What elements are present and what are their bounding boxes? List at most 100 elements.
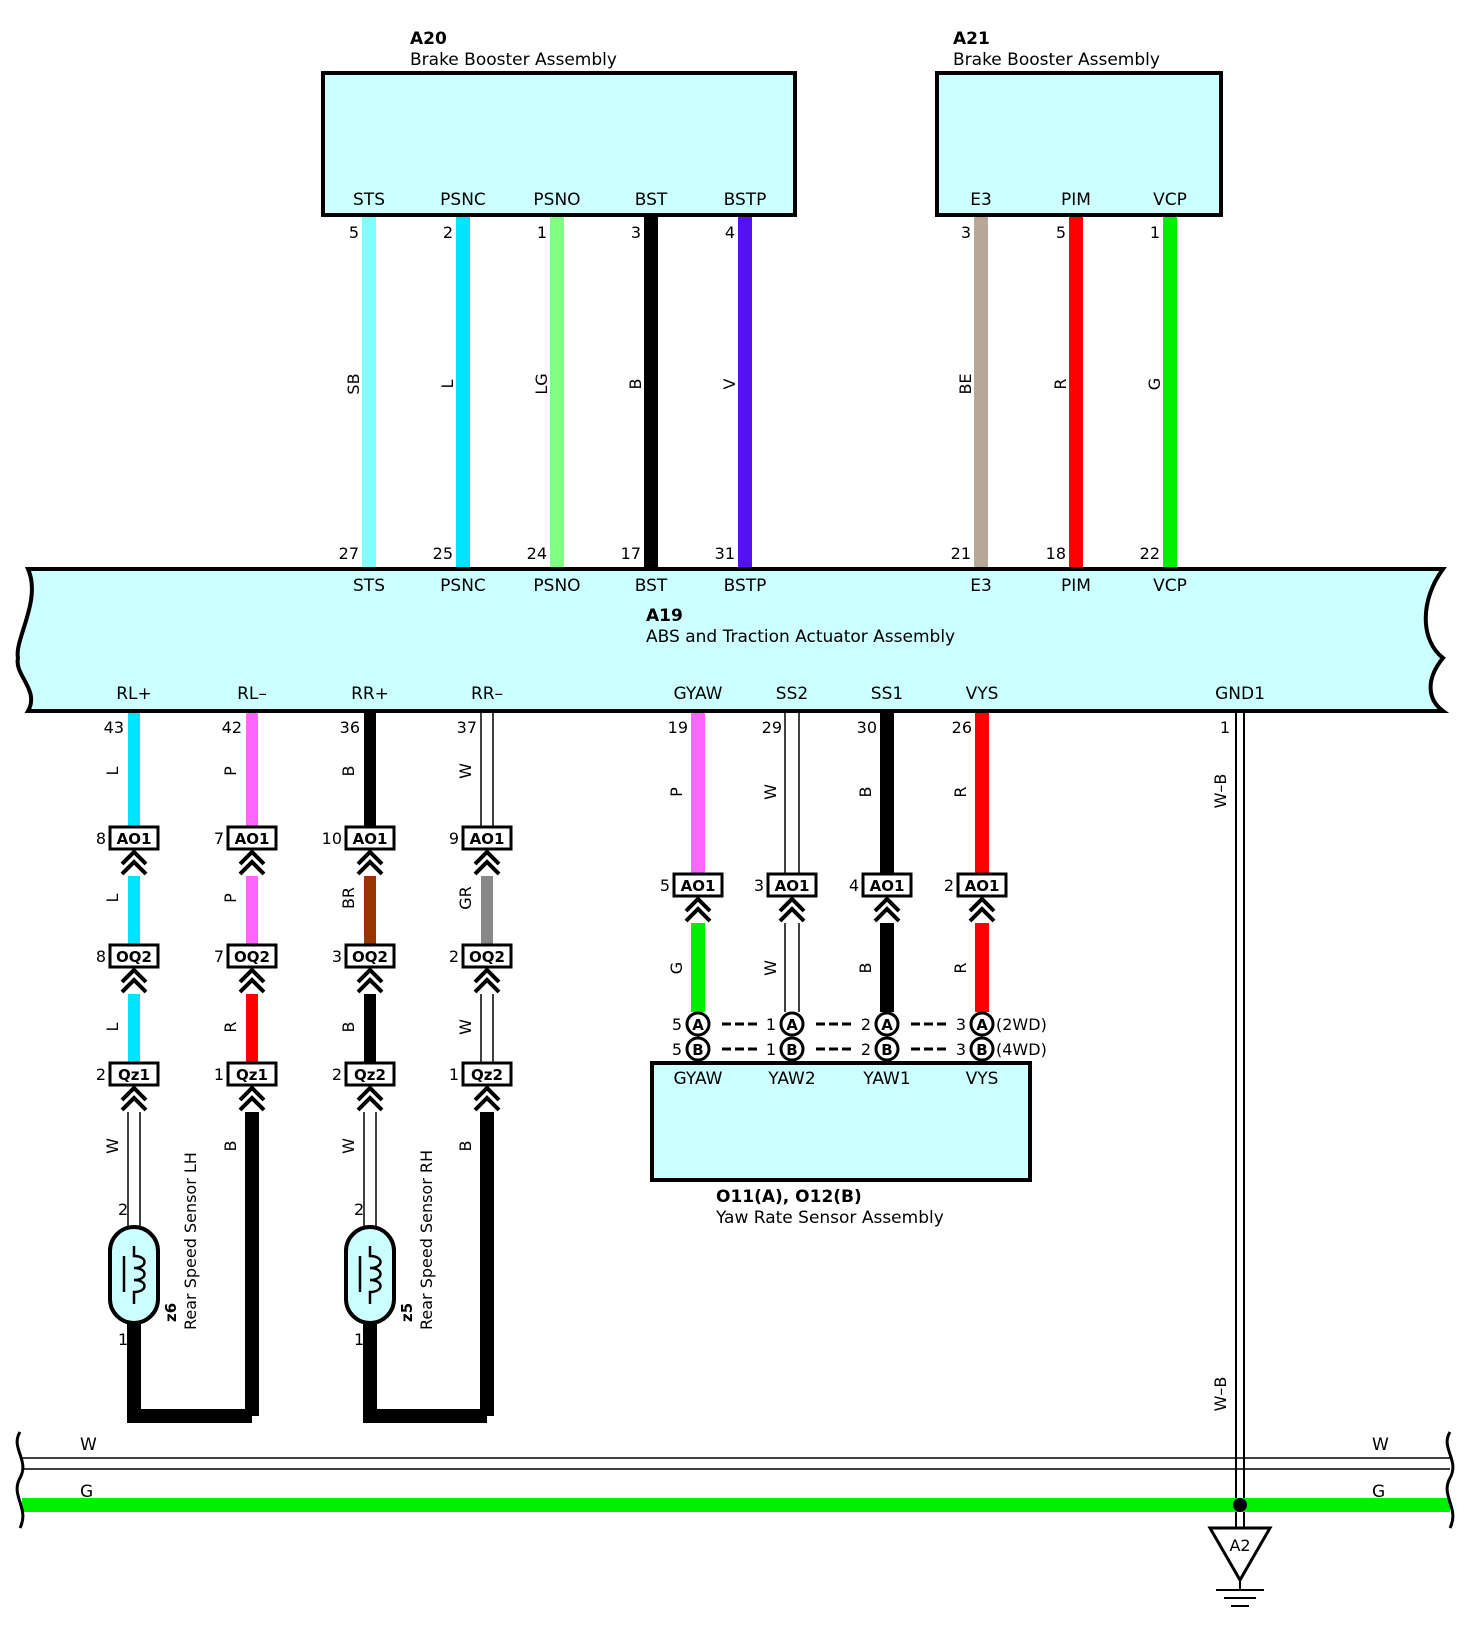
wheel-color-top-1: P xyxy=(221,766,240,776)
wheel-color-sensor-1: B xyxy=(221,1141,240,1152)
yaw-b-pin-0: 5 xyxy=(672,1040,682,1059)
a19-top-terminal-2: PSNO xyxy=(533,576,580,596)
wheel-ao1-2: AO1 xyxy=(353,830,388,848)
wheel-ao1-1: AO1 xyxy=(235,830,270,848)
wheel-qz-1: Qz1 xyxy=(236,1066,268,1084)
wheel-ao1-2-box xyxy=(344,825,396,851)
wheel-ao1-pin-1: 7 xyxy=(214,829,224,848)
wheel-ao1-pin-3: 9 xyxy=(449,829,459,848)
a19-bottom-pin-7: 26 xyxy=(952,718,972,737)
gnd-color-low: W–B xyxy=(1211,1377,1230,1412)
a19-bottom-terminal-0: RL+ xyxy=(116,684,152,704)
a19-top-pin-2: 24 xyxy=(527,544,547,563)
rr_sensor-body xyxy=(344,1225,396,1325)
wheel-color-sensor-3: B xyxy=(456,1141,475,1152)
wheel-color-low-1: R xyxy=(221,1021,240,1032)
yaw-color-top-2: B xyxy=(856,787,875,798)
wheel-oq2-0-box xyxy=(108,943,160,969)
yaw-conn-a-3-circle xyxy=(969,1011,995,1037)
wheel-color-low-3: W xyxy=(456,1019,475,1035)
rr_sensor-id: z5 xyxy=(398,1303,416,1322)
yaw-ao1-2: AO1 xyxy=(870,877,905,895)
yaw-terminal-1: YAW2 xyxy=(767,1069,815,1089)
wheel-ao1-0-box xyxy=(108,825,160,851)
wheel-oq2-chevron-0 xyxy=(120,967,148,994)
rl-sensor-loop xyxy=(127,1322,252,1423)
yaw-ao1-pin-0: 5 xyxy=(660,876,670,895)
wheel-color-top-2: B xyxy=(339,766,358,777)
yaw-conn-a-2: A xyxy=(881,1016,893,1034)
wheel-oq2-3: OQ2 xyxy=(469,948,505,966)
yaw-conn-b-1: B xyxy=(786,1041,797,1059)
yaw-sensor-box xyxy=(650,1061,1032,1182)
a21-name: Brake Booster Assembly xyxy=(953,50,1160,70)
wheel-qz-0: Qz1 xyxy=(118,1066,150,1084)
a20-terminal-3: BST xyxy=(635,190,668,210)
yaw-terminal-2: YAW1 xyxy=(862,1069,910,1089)
wheel-qz-pin-3: 1 xyxy=(449,1065,459,1084)
wheel-color-top-3: W xyxy=(456,763,475,779)
a19-top-terminal-6: PIM xyxy=(1061,576,1091,596)
wheel-ao1-3: AO1 xyxy=(470,830,505,848)
a21-pin-0: 3 xyxy=(961,223,971,242)
wheel-ao1-pin-0: 8 xyxy=(96,829,106,848)
rl_sensor-body xyxy=(108,1225,160,1325)
a20-pin-1: 2 xyxy=(443,223,453,242)
wheel-oq2-pin-0: 8 xyxy=(96,947,106,966)
gnd-bus-junction xyxy=(1233,1498,1247,1512)
a20-wire-color-1: L xyxy=(438,379,457,388)
rr-sensor-loop xyxy=(363,1322,487,1423)
yaw-color-low-1: W xyxy=(761,960,780,976)
a19-bottom-terminal-7: VYS xyxy=(966,684,999,704)
yaw-a-pin-1: 1 xyxy=(766,1015,776,1034)
wheel-qz-chevron-1 xyxy=(238,1085,266,1112)
wheel-qz-2-box xyxy=(344,1061,396,1087)
a19-top-pin-0: 27 xyxy=(339,544,359,563)
wheel-color-sensor-2: W xyxy=(339,1138,358,1154)
wheel-qz-3: Qz2 xyxy=(471,1066,503,1084)
a19-bottom-pin-0: 43 xyxy=(104,718,124,737)
a21-box xyxy=(935,71,1223,217)
wheel-oq2-0: OQ2 xyxy=(116,948,152,966)
wheel-ao1-chevron-2 xyxy=(356,849,384,876)
yaw-conn-b-2-circle xyxy=(874,1036,900,1062)
a20-terminal-4: BSTP xyxy=(724,190,767,210)
wheel-oq2-2-box xyxy=(344,943,396,969)
a19-bottom-terminal-2: RR+ xyxy=(351,684,389,704)
yaw-conn-a-1: A xyxy=(786,1016,798,1034)
a21-terminal-0: E3 xyxy=(970,190,992,210)
wheel-oq2-1-box xyxy=(226,943,278,969)
yaw-ao1-1: AO1 xyxy=(775,877,810,895)
wheel-ao1-chevron-1 xyxy=(238,849,266,876)
wheel-ao1-pin-2: 10 xyxy=(322,829,342,848)
a21-terminal-2: VCP xyxy=(1153,190,1187,210)
yaw-terminal-3: VYS xyxy=(966,1069,999,1089)
wheel-color-mid-0: L xyxy=(103,893,122,902)
yaw-conn-a-0: A xyxy=(692,1016,704,1034)
yaw-ao1-chevron-0 xyxy=(684,896,712,923)
a21-id: A21 xyxy=(953,29,990,49)
yaw-terminal-0: GYAW xyxy=(674,1069,723,1089)
yaw-ao1-pin-3: 2 xyxy=(944,876,954,895)
wheel-ao1-chevron-3 xyxy=(473,849,501,876)
a21-wire-color-2: G xyxy=(1145,378,1164,390)
a19-bottom-pin-5: 29 xyxy=(762,718,782,737)
wheel-oq2-2: OQ2 xyxy=(352,948,388,966)
yaw-ao1-0-box xyxy=(672,872,724,898)
wheel-qz-2: Qz2 xyxy=(354,1066,386,1084)
yaw-color-low-2: B xyxy=(856,963,875,974)
wheel-color-low-2: B xyxy=(339,1022,358,1033)
bus-w-label-left: W xyxy=(80,1435,97,1455)
yaw-conn-b-3: B xyxy=(976,1041,987,1059)
wheel-qz-pin-0: 2 xyxy=(96,1065,106,1084)
a19-top-pin-3: 17 xyxy=(621,544,641,563)
a19-top-terminal-3: BST xyxy=(635,576,668,596)
wheel-ao1-1-box xyxy=(226,825,278,851)
a19-top-pin-6: 18 xyxy=(1046,544,1066,563)
wheel-color-mid-2: BR xyxy=(339,887,358,909)
a19-bottom-pin-4: 19 xyxy=(668,718,688,737)
yaw-a-pin-3: 3 xyxy=(956,1015,966,1034)
marks-layer: STS5SBPSNC2LPSNO1LGBST3BBSTP4VE33BEPIM5R… xyxy=(15,190,1455,1607)
rl_sensor-id: z6 xyxy=(162,1303,180,1322)
a19-bottom-terminal-3: RR– xyxy=(471,684,503,704)
